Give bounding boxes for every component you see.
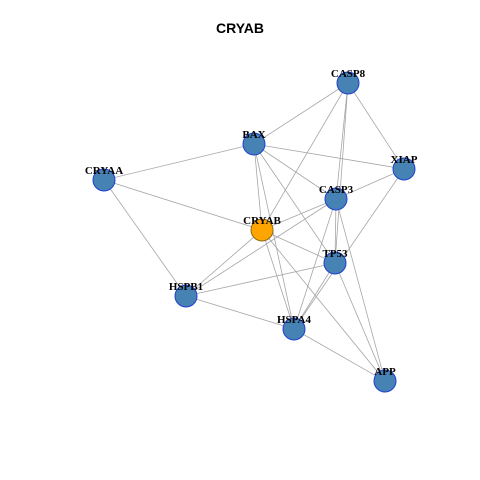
edge-bax-hspa4 [253, 143, 295, 330]
edge-bax-xiap [253, 143, 405, 170]
edge-casp8-bax [253, 82, 349, 145]
node-tp53 [323, 251, 347, 275]
edge-bax-casp3 [253, 143, 337, 200]
node-hspa4 [282, 317, 306, 341]
edge-casp3-hspb1 [185, 198, 337, 297]
edge-hspb1-hspa4 [185, 295, 295, 330]
node-label-casp8: CASP8 [331, 68, 366, 80]
edge-tp53-hspb1 [185, 262, 336, 297]
edge-tp53-app [334, 262, 386, 382]
edge-bax-cryab [253, 143, 263, 231]
edge-cryab-app [261, 229, 386, 382]
edge-cryab-hspa4 [261, 229, 295, 330]
node-label-xiap: XIAP [391, 154, 418, 166]
node-xiap [392, 157, 416, 181]
edge-cryab-tp53 [261, 229, 336, 264]
node-label-bax: BAX [242, 129, 265, 141]
node-hspb1 [174, 284, 198, 308]
edge-cryab-hspb1 [185, 229, 263, 297]
node-casp8 [336, 71, 360, 95]
node-cryab [250, 218, 274, 242]
edge-cryaa-hspb1 [103, 179, 187, 297]
node-label-cryaa: CRYAA [85, 165, 123, 177]
node-label-hspa4: HSPA4 [277, 314, 312, 326]
edge-casp3-hspa4 [293, 198, 337, 330]
edge-casp8-casp3 [335, 82, 349, 200]
node-label-app: APP [374, 366, 396, 378]
edge-bax-cryaa [103, 143, 255, 181]
node-casp3 [324, 187, 348, 211]
graph-title: CRYAB [216, 20, 264, 36]
edge-casp3-cryab [261, 198, 337, 231]
edge-cryaa-cryab [103, 179, 263, 231]
edge-layer [103, 82, 405, 382]
edge-casp8-cryab [261, 82, 349, 231]
node-cryaa [92, 168, 116, 192]
node-label-casp3: CASP3 [319, 184, 354, 196]
node-layer [92, 71, 416, 393]
edge-xiap-hspa4 [293, 168, 405, 330]
node-bax [242, 132, 266, 156]
node-app [373, 369, 397, 393]
edge-hspa4-app [293, 328, 386, 382]
edge-casp8-xiap [347, 82, 405, 170]
edge-bax-tp53 [253, 143, 336, 264]
edge-casp3-app [335, 198, 386, 382]
edge-xiap-casp3 [335, 168, 405, 200]
node-label-cryab: CRYAB [243, 215, 281, 227]
edge-casp8-tp53 [334, 82, 349, 264]
node-label-hspb1: HSPB1 [169, 281, 203, 293]
node-label-tp53: TP53 [322, 248, 348, 260]
edge-tp53-hspa4 [293, 262, 336, 330]
